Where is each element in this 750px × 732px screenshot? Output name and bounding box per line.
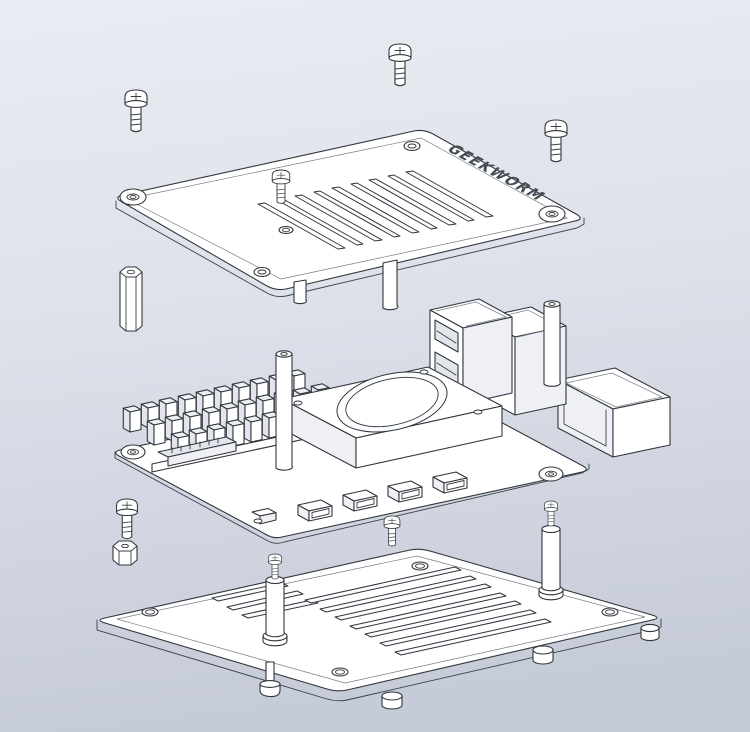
- screw-hole: [127, 448, 139, 456]
- screw-hole: [126, 193, 140, 201]
- rubber-foot: [640, 623, 660, 642]
- screw-hole: [282, 227, 290, 233]
- standoff-edges: [119, 271, 143, 332]
- standoff-hex-lower-left: [112, 540, 138, 566]
- top-plate-thickness: [115, 200, 585, 298]
- vent-slot: [334, 583, 492, 621]
- board-assembly: [114, 298, 671, 544]
- vent-slot: [349, 592, 507, 630]
- screw-hole: [407, 143, 417, 149]
- shroud-screw-hole: [419, 369, 429, 375]
- micro-hdmi-port: [387, 480, 423, 503]
- vent-slot: [387, 174, 475, 222]
- vent-slot: [294, 194, 383, 242]
- vent-slot: [304, 566, 462, 604]
- screw-hole: [335, 669, 345, 675]
- usb-opening: [434, 319, 459, 353]
- pcb-thickness: [114, 451, 590, 544]
- shroud-screw-hole: [473, 409, 483, 415]
- top-plate-chamfer: [125, 137, 568, 280]
- standoff-hole: [126, 269, 136, 275]
- vent-slot: [313, 190, 401, 238]
- vent-slot: [257, 202, 346, 250]
- av-port: [432, 471, 468, 494]
- screw-hole: [145, 609, 155, 615]
- lower-left-fasteners: [112, 498, 138, 566]
- shroud-screw-hole: [293, 400, 303, 406]
- usb-c-port: [297, 499, 333, 522]
- standoff-cylinder-right: [543, 300, 561, 387]
- screw-hole-inner: [130, 450, 136, 454]
- heatsink-fin: [243, 415, 263, 443]
- fan-shroud: [281, 366, 503, 469]
- vent-slot: [350, 182, 438, 230]
- bottom-plate: [96, 500, 662, 710]
- heatsink-fin: [146, 418, 166, 446]
- screw-hole: [545, 210, 559, 218]
- plate-peg: [293, 279, 308, 305]
- screw-hole: [545, 470, 557, 478]
- ethernet-port: [557, 367, 671, 458]
- plate-peg: [382, 259, 399, 311]
- rubber-foot: [381, 691, 403, 710]
- micro-hdmi-port: [342, 489, 378, 512]
- screw-hole: [605, 609, 615, 615]
- screw-hole: [257, 269, 267, 275]
- screw-hole-inner: [548, 212, 556, 216]
- fan-opening-rim: [345, 376, 439, 428]
- heatsink-fin: [122, 405, 142, 433]
- vent-slot: [379, 609, 537, 647]
- screw-hole: [415, 563, 425, 569]
- rubber-foot: [532, 645, 554, 665]
- screw-hole-inner: [548, 472, 554, 476]
- standoff-hex-upper-left: [119, 266, 143, 332]
- mounting-post-right: [538, 500, 564, 601]
- screw-hole: [253, 518, 263, 524]
- vent-slot: [364, 600, 522, 638]
- screw-from-below: [259, 661, 281, 698]
- mounting-post-left: [262, 553, 288, 647]
- standoff-cylinder-left: [275, 350, 293, 471]
- gpio-header: [157, 436, 237, 467]
- vent-slot: [405, 170, 494, 218]
- bottom-plate-thickness: [96, 618, 662, 702]
- vent-slot: [368, 178, 457, 226]
- screw-hole-inner: [129, 195, 137, 199]
- front-connectors: [251, 471, 468, 525]
- vent-slot: [394, 618, 552, 656]
- vent-slot: [319, 575, 477, 613]
- flex-connector: [251, 507, 277, 525]
- vent-slot: [331, 186, 420, 234]
